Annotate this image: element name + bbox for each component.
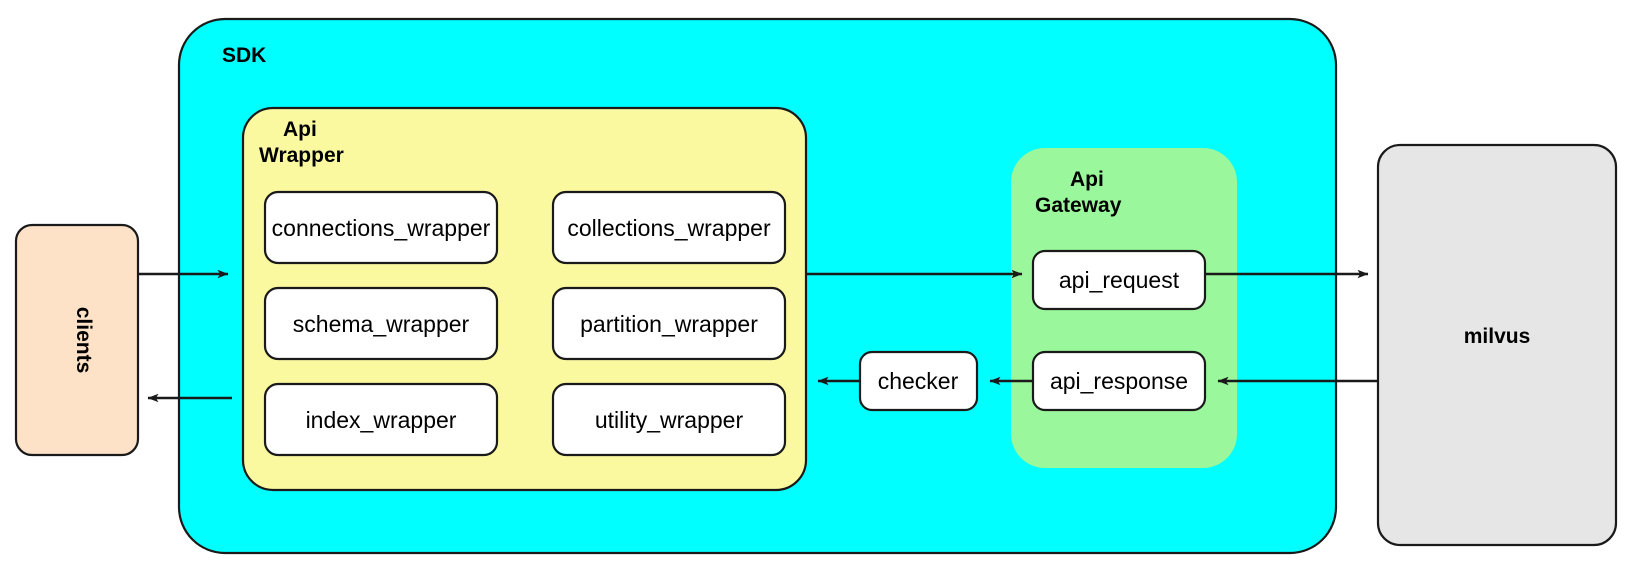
wrapper-box-partition-label: partition_wrapper xyxy=(580,311,758,337)
api-wrapper-label-line2: Wrapper xyxy=(259,144,344,167)
checker-box-label: checker xyxy=(878,368,959,394)
sdk-label: SDK xyxy=(222,44,266,67)
wrapper-box-index[interactable]: index_wrapper xyxy=(263,382,499,457)
wrapper-box-connections-label: connections_wrapper xyxy=(272,215,491,241)
wrapper-box-schema[interactable]: schema_wrapper xyxy=(263,286,499,361)
milvus-box[interactable]: milvus xyxy=(1376,143,1618,547)
wrapper-box-utility[interactable]: utility_wrapper xyxy=(551,382,787,457)
wrapper-box-partition-shape xyxy=(551,286,787,361)
gateway-box-api-response-label: api_response xyxy=(1050,368,1188,394)
wrapper-box-partition[interactable]: partition_wrapper xyxy=(551,286,787,361)
wrapper-box-connections[interactable]: connections_wrapper xyxy=(263,190,499,265)
api-gateway-label-line1: Api xyxy=(1070,168,1104,191)
clients-box-label: clients xyxy=(72,307,95,374)
wrapper-box-collections[interactable]: collections_wrapper xyxy=(551,190,787,265)
api-wrapper-label-line1: Api xyxy=(283,118,317,141)
wrapper-box-collections-shape xyxy=(551,190,787,265)
checker-box[interactable]: checker xyxy=(858,350,979,412)
wrapper-box-schema-shape xyxy=(263,286,499,361)
gateway-box-api-request[interactable]: api_request xyxy=(1031,249,1207,311)
wrapper-box-index-shape xyxy=(263,382,499,457)
wrapper-box-connections-shape xyxy=(263,190,499,265)
milvus-box-shape xyxy=(1376,143,1618,547)
milvus-box-label: milvus xyxy=(1464,325,1531,348)
api-gateway-label-line2: Gateway xyxy=(1035,194,1122,217)
wrapper-box-index-label: index_wrapper xyxy=(306,407,457,433)
gateway-box-api-request-label: api_request xyxy=(1059,267,1180,293)
wrapper-box-utility-label: utility_wrapper xyxy=(595,407,744,433)
wrapper-box-collections-label: collections_wrapper xyxy=(567,215,771,241)
clients-box-shape xyxy=(14,223,140,457)
wrapper-box-utility-shape xyxy=(551,382,787,457)
gateway-box-api-response[interactable]: api_response xyxy=(1031,350,1207,412)
wrapper-box-schema-label: schema_wrapper xyxy=(293,311,470,337)
gateway-box-api-request-shape xyxy=(1031,249,1207,311)
clients-box[interactable]: clients xyxy=(14,223,140,457)
